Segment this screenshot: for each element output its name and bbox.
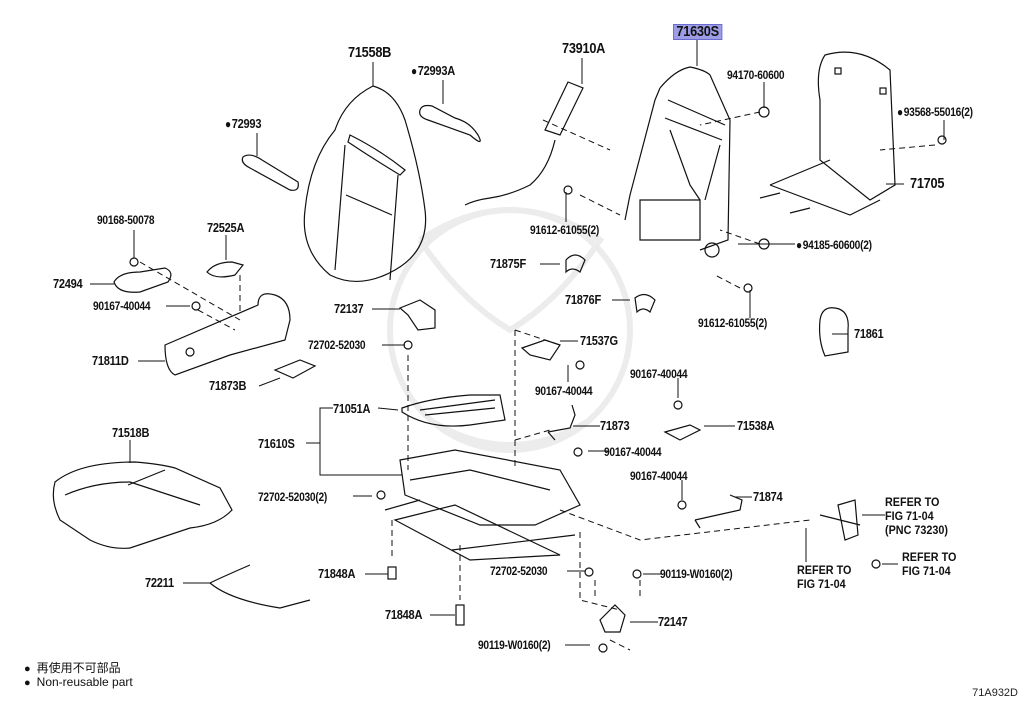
- reference-line: REFER TO: [885, 495, 940, 509]
- bracket-71873B-drawing: [273, 359, 317, 379]
- cover-72137-drawing: [398, 299, 436, 331]
- part-label-72702-52030[interactable]: 72702-52030(2): [258, 490, 328, 504]
- figure-code: 71A932D: [972, 687, 1018, 699]
- part-label-72993[interactable]: 72993: [225, 117, 262, 131]
- small-parts: [520, 254, 861, 633]
- strap-72993-drawing: [241, 154, 299, 191]
- side-shield-drawing: [164, 293, 291, 376]
- bullet-icon: ●: [24, 663, 31, 675]
- reference-note-fig-71-04[interactable]: REFER TO FIG 71-04: [797, 563, 851, 591]
- seat-spring-drawing: [401, 394, 506, 427]
- part-label-71518B[interactable]: 71518B: [112, 425, 150, 440]
- reference-line: FIG 71-04: [902, 564, 951, 578]
- part-label-71558B[interactable]: 71558B: [348, 44, 392, 61]
- part-label-91612-61055[interactable]: 91612-61055(2): [530, 223, 600, 237]
- part-label-72494[interactable]: 72494: [53, 276, 83, 291]
- part-label-71705[interactable]: 71705: [910, 175, 945, 192]
- part-label-73910A[interactable]: 73910A: [562, 40, 606, 57]
- part-label-93568-55016[interactable]: 93568-55016(2): [897, 105, 973, 119]
- dashed-connectors: [139, 111, 936, 651]
- part-label-72137[interactable]: 72137: [334, 301, 364, 316]
- handle-72525A-drawing: [206, 261, 245, 278]
- part-label-71630S[interactable]: 71630S: [673, 24, 723, 40]
- part-label-94170-60600[interactable]: 94170-60600: [727, 68, 785, 82]
- part-label-72211[interactable]: 72211: [145, 575, 174, 590]
- part-label-90119-W0160[interactable]: 90119-W0160(2): [660, 567, 733, 581]
- reference-note-pnc-73230[interactable]: REFER TO FIG 71-04 (PNC 73230): [885, 495, 948, 537]
- seatback-board-drawing: [759, 51, 896, 216]
- legend-english-text: Non-reusable part: [36, 675, 133, 689]
- seatback-cover-drawing: [303, 85, 427, 283]
- legend-japanese: ● 再使用不可部品: [24, 659, 121, 676]
- reference-line: REFER TO: [902, 550, 957, 564]
- part-label-90168-50078[interactable]: 90168-50078: [97, 213, 155, 227]
- part-label-71876F[interactable]: 71876F: [565, 292, 601, 307]
- part-label-71848A[interactable]: 71848A: [318, 566, 356, 581]
- part-label-71861[interactable]: 71861: [854, 326, 884, 341]
- part-label-71051A[interactable]: 71051A: [333, 401, 371, 416]
- leader-lines: [90, 40, 945, 646]
- seat-cushion-drawing: [52, 461, 233, 549]
- part-label-71848A[interactable]: 71848A: [385, 607, 423, 622]
- part-label-72702-52030[interactable]: 72702-52030: [308, 338, 366, 352]
- airbag-drawing: [464, 81, 584, 206]
- bullet-icon: ●: [24, 677, 31, 689]
- part-label-71873B[interactable]: 71873B: [209, 378, 247, 393]
- seat-frame-drawing: [384, 449, 581, 561]
- reference-note-fig-71-04[interactable]: REFER TO FIG 71-04: [902, 550, 956, 578]
- reference-line: REFER TO: [797, 563, 852, 577]
- fasteners: [129, 106, 947, 653]
- strap-72993A-drawing: [419, 104, 481, 143]
- part-label-71610S[interactable]: 71610S: [258, 436, 295, 451]
- part-label-90167-40044[interactable]: 90167-40044: [630, 469, 688, 483]
- seatback-frame-drawing: [624, 66, 731, 258]
- reference-line: (PNC 73230): [885, 523, 949, 537]
- part-label-71874[interactable]: 71874: [753, 489, 783, 504]
- watermark-logo: [387, 207, 633, 453]
- lever-72494-drawing: [113, 267, 172, 293]
- reference-line: FIG 71-04: [797, 577, 846, 591]
- legend-english: ● Non-reusable part: [24, 675, 133, 689]
- reference-line: FIG 71-04: [885, 509, 934, 523]
- part-label-72147[interactable]: 72147: [658, 614, 688, 629]
- part-label-90167-40044[interactable]: 90167-40044: [535, 384, 593, 398]
- legend-japanese-text: 再使用不可部品: [36, 661, 121, 675]
- part-label-90119-W0160[interactable]: 90119-W0160(2): [478, 638, 551, 652]
- part-label-71811D[interactable]: 71811D: [92, 353, 129, 368]
- part-label-72993A[interactable]: 72993A: [411, 64, 455, 78]
- part-label-71537G[interactable]: 71537G: [580, 333, 618, 348]
- part-label-71875F[interactable]: 71875F: [490, 256, 526, 271]
- part-label-91612-61055[interactable]: 91612-61055(2): [698, 316, 768, 330]
- part-label-72525A[interactable]: 72525A: [207, 220, 245, 235]
- part-label-94185-60600[interactable]: 94185-60600(2): [796, 238, 872, 252]
- part-label-90167-40044[interactable]: 90167-40044: [604, 445, 662, 459]
- part-label-71873[interactable]: 71873: [600, 418, 630, 433]
- part-label-72702-52030[interactable]: 72702-52030: [490, 564, 548, 578]
- part-label-90167-40044[interactable]: 90167-40044: [630, 367, 688, 381]
- part-label-71538A[interactable]: 71538A: [737, 418, 775, 433]
- wire-72211-drawing: [209, 564, 311, 609]
- part-label-90167-40044[interactable]: 90167-40044: [93, 299, 151, 313]
